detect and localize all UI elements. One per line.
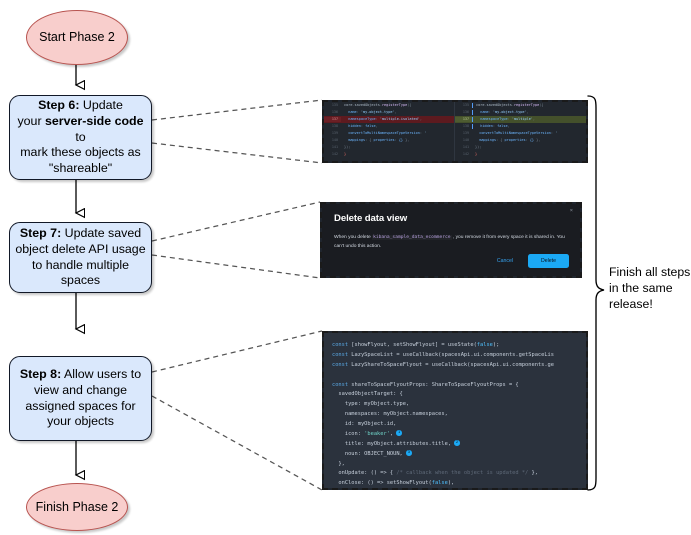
diff-line: 141 });: [455, 144, 586, 151]
diff-line: 138 hidden: false,: [455, 123, 586, 130]
line-number: 136: [331, 109, 338, 114]
line-number: 137: [455, 116, 472, 123]
start-terminator-label: Start Phase 2: [39, 30, 115, 45]
diff-line: 135 core.savedObjects.registerType({: [455, 102, 586, 109]
line-code: convertToMultiNamespaceTypeVersion: ': [348, 130, 427, 135]
step-6-number: Step 6:: [38, 97, 80, 112]
line-number: 137: [324, 116, 341, 123]
diff-line: 140 mappings: { properties: {} },: [455, 137, 586, 144]
diff-line: 142 }: [324, 151, 454, 158]
line-code: name: 'my-object-type',: [348, 109, 397, 114]
modal-action-bar: Cancel Delete: [491, 254, 569, 268]
annotation-badge-1: 1: [396, 430, 402, 436]
line-code: });: [344, 144, 351, 149]
screenshot-delete-data-view: × Delete data view When you delete kiban…: [320, 202, 582, 278]
modal-body-post: , you remove it from every space it is s…: [334, 235, 565, 250]
line-number: 136: [462, 109, 469, 114]
line-code: }: [475, 151, 478, 156]
line-code: namespaceType: 'multiple-isolated',: [348, 116, 422, 121]
line-code: convertToMultiNamespaceTypeVersion: ': [479, 130, 558, 135]
line-number: 142: [462, 151, 469, 156]
diff-viewer: 135 core.savedObjects.registerType({ 136…: [324, 102, 586, 161]
diff-line: 139 convertToMultiNamespaceTypeVersion: …: [455, 130, 586, 137]
step-8-line1: Allow users to: [61, 366, 142, 381]
brace-note: Finish all steps in the same release!: [609, 265, 691, 313]
diff-line: 136 name: 'my-object-type',: [324, 109, 454, 116]
line-number: 140: [462, 137, 469, 142]
line-number: 142: [331, 151, 338, 156]
modal-body-pre: When you delete: [334, 235, 373, 240]
diff-pane-after: 135 core.savedObjects.registerType({ 136…: [455, 102, 586, 161]
diff-line-added: 137 namespaceType: 'multiple',: [455, 116, 586, 123]
step-7-number: Step 7:: [19, 225, 62, 240]
diff-line: 140 mappings: { properties: {} },: [324, 137, 454, 144]
step-6-line2-bold: server-side code: [45, 113, 144, 128]
start-terminator: Start Phase 2: [26, 10, 128, 65]
line-number: 138: [462, 123, 469, 128]
brace-note-line1: Finish all steps: [609, 265, 691, 279]
delete-button[interactable]: Delete: [528, 254, 569, 268]
line-code: core.savedObjects.registerType({: [344, 102, 412, 107]
code-viewer: const [showFlyout, setShowFlyout] = useS…: [324, 333, 586, 488]
line-code: namespaceType: 'multiple',: [472, 116, 535, 123]
line-number: 135: [462, 102, 469, 107]
diff-line: 141 });: [324, 144, 454, 151]
line-number: 139: [331, 130, 338, 135]
line-code: hidden: false,: [348, 123, 378, 128]
step-7-line1: Update saved: [61, 225, 142, 240]
diff-line: 135 core.savedObjects.registerType({: [324, 102, 454, 109]
brace-note-line2: in the same: [609, 280, 673, 295]
modal-body-text: When you delete kibana_sample_data_ecomm…: [334, 233, 568, 252]
cancel-button[interactable]: Cancel: [491, 257, 519, 265]
process-step-8: Step 8: Allow users to view and change a…: [9, 356, 152, 441]
line-number: 135: [331, 102, 338, 107]
line-number: 141: [462, 144, 469, 149]
line-number: 139: [462, 130, 469, 135]
diff-line: 142 }: [455, 151, 586, 158]
diff-pane-before: 135 core.savedObjects.registerType({ 136…: [324, 102, 455, 161]
close-icon[interactable]: ×: [569, 208, 573, 214]
diff-line-removed: 137 namespaceType: 'multiple-isolated',: [324, 116, 454, 123]
line-code: name: 'my-object-type',: [472, 109, 529, 116]
data-view-name: kibana_sample_data_ecommerce: [372, 235, 452, 240]
modal-title: Delete data view: [334, 213, 408, 224]
step-8-line3: assigned spaces for: [25, 398, 136, 413]
annotation-badge-3: 3: [406, 449, 412, 456]
screenshot-server-side-diff: 135 core.savedObjects.registerType({ 136…: [322, 100, 588, 163]
brace-note-line3: release!: [609, 296, 653, 311]
line-number: 138: [331, 123, 338, 128]
process-step-7: Step 7: Update saved object delete API u…: [9, 222, 152, 293]
step-6-line2-post: to: [75, 129, 86, 144]
line-code: hidden: false,: [472, 123, 510, 130]
diff-line: 139 convertToMultiNamespaceTypeVersion: …: [324, 130, 454, 137]
step-8-number: Step 8:: [19, 366, 62, 381]
end-terminator: Finish Phase 2: [26, 483, 128, 531]
line-code: }: [344, 151, 347, 156]
step-6-line1: Update: [79, 97, 123, 112]
line-number: 140: [331, 137, 338, 142]
annotation-badge-2: 2: [454, 440, 460, 446]
line-code: mappings: { properties: {} },: [348, 137, 410, 142]
line-code: });: [475, 144, 482, 149]
step-8-line4: your objects: [47, 414, 114, 429]
line-code: core.savedObjects.registerType({: [472, 102, 543, 109]
line-number: 141: [331, 144, 338, 149]
diff-line: 136 name: 'my-object-type',: [455, 109, 586, 116]
delete-data-view-modal: × Delete data view When you delete kiban…: [322, 204, 580, 276]
step-7-line3: to handle multiple spaces: [31, 257, 130, 288]
line-code: mappings: { properties: {} },: [479, 137, 541, 142]
step-6-line4: "shareable": [48, 161, 113, 176]
process-step-6: Step 6: Update your server-side code to …: [9, 95, 152, 180]
step-6-line2-pre: your: [17, 113, 46, 128]
step-8-line2: view and change: [33, 382, 127, 397]
step-7-line2: object delete API usage: [15, 241, 146, 256]
diff-line: 138 hidden: false,: [324, 123, 454, 130]
screenshot-share-to-space-code: const [showFlyout, setShowFlyout] = useS…: [322, 331, 588, 490]
step-6-line3: mark these objects as: [20, 145, 141, 160]
end-terminator-label: Finish Phase 2: [35, 499, 119, 514]
